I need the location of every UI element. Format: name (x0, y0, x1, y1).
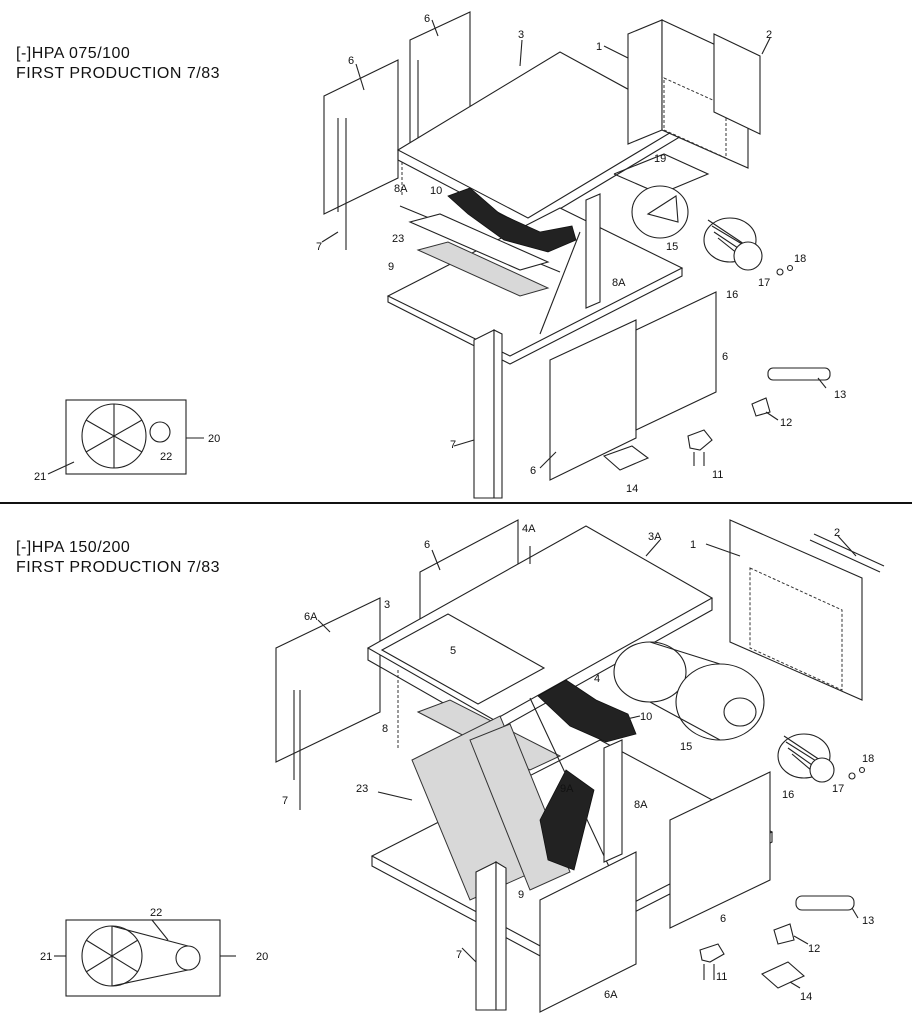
top-exploded-view (47, 11, 831, 499)
bottom-bearing (773, 923, 795, 945)
top-side-panel-left (323, 59, 399, 215)
top-callout-20: 20 (208, 433, 220, 445)
bottom-front-panel (539, 851, 637, 1013)
bottom-callout-17: 17 (832, 783, 844, 795)
top-blower-wheel (703, 217, 763, 271)
top-blower-bracket (613, 153, 710, 195)
bottom-leg-front (475, 861, 497, 1011)
bottom-side-panel-left (275, 597, 381, 763)
top-callout-23: 23 (392, 233, 404, 245)
top-callout-19: 19 (654, 153, 666, 165)
bottom-callout-10: 10 (640, 711, 652, 723)
top-callout-7-left: 7 (316, 241, 322, 253)
bottom-callout-5: 5 (450, 645, 456, 657)
bottom-callout-16: 16 (782, 789, 794, 801)
bottom-callout-6-rear: 6 (424, 539, 430, 551)
bottom-blower-wheel (777, 733, 835, 783)
bottom-callout-14: 14 (800, 991, 812, 1003)
top-callout-21: 21 (34, 471, 46, 483)
top-front-panel (549, 319, 637, 481)
top-callout-17: 17 (758, 277, 770, 289)
bottom-callout-2: 2 (834, 527, 840, 539)
bottom-production-note: FIRST PRODUCTION 7/83 (16, 559, 221, 576)
top-callout-6-front: 6 (722, 351, 728, 363)
top-callout-8a-right: 8A (612, 277, 626, 289)
top-bearing (751, 397, 771, 417)
bottom-callout-22: 22 (150, 907, 162, 919)
bottom-callout-6-side: 6 (720, 913, 726, 925)
top-callout-15: 15 (666, 241, 678, 253)
bottom-callout-1: 1 (690, 539, 696, 551)
top-callout-8a-left: 8A (394, 183, 408, 195)
bottom-filter-clip (760, 961, 806, 989)
bottom-callout-4a: 4A (522, 523, 536, 535)
top-access-panel (713, 33, 761, 135)
bottom-inner-panel (380, 613, 546, 705)
bottom-callout-23: 23 (356, 783, 368, 795)
bottom-callout-6a-left: 6A (304, 611, 318, 623)
bottom-corner-post-8a (603, 739, 623, 863)
bottom-callout-6a-front: 6A (604, 989, 618, 1001)
bottom-side-panel-6 (669, 771, 771, 929)
top-callout-7-leg: 7 (450, 439, 456, 451)
top-evaporator-coil (447, 187, 577, 253)
bottom-callout-12: 12 (808, 943, 820, 955)
bottom-model-title: [-]HPA 150/200 (16, 539, 131, 556)
top-callout-22: 22 (160, 451, 172, 463)
bottom-callout-13: 13 (862, 915, 874, 927)
bottom-callout-20: 20 (256, 951, 268, 963)
bottom-callout-7-left: 7 (282, 795, 288, 807)
bottom-callout-7-leg: 7 (456, 949, 462, 961)
top-blower-shaft (767, 367, 831, 381)
top-callout-6-left: 6 (348, 55, 354, 67)
top-filter-clip (602, 445, 650, 471)
bottom-callout-18: 18 (862, 753, 874, 765)
bottom-exploded-view (54, 519, 885, 1013)
top-leg-front (473, 329, 495, 499)
top-callout-11: 11 (712, 469, 723, 481)
top-callouts: 1 2 3 6 6 6 6 7 7 8A 8A 9 10 11 12 13 14… (34, 13, 846, 495)
top-callout-18: 18 (794, 253, 806, 265)
top-callout-2: 2 (766, 29, 772, 41)
top-corner-post-8a (585, 193, 601, 309)
bottom-blower-shaft (795, 895, 855, 911)
bottom-callout-15: 15 (680, 741, 692, 753)
bottom-callout-21: 21 (40, 951, 52, 963)
top-callout-10: 10 (430, 185, 442, 197)
top-production-note: FIRST PRODUCTION 7/83 (16, 65, 221, 82)
top-blower-housing (631, 185, 689, 239)
bottom-callout-3a: 3A (648, 531, 662, 543)
top-callout-14: 14 (626, 483, 638, 495)
top-rear-frame (627, 19, 663, 145)
top-motor-mount (687, 429, 713, 466)
bottom-callout-9a: 9A (560, 783, 574, 795)
top-callout-6-rear: 6 (424, 13, 430, 25)
bottom-evaporator-coil (537, 679, 637, 743)
top-callout-13: 13 (834, 389, 846, 401)
top-callout-6-lower: 6 (530, 465, 536, 477)
bottom-callout-3: 3 (384, 599, 390, 611)
top-model-title: [-]HPA 075/100 (16, 45, 131, 62)
top-callout-1: 1 (596, 41, 602, 53)
top-callout-9: 9 (388, 261, 394, 273)
bottom-blower-housing (613, 641, 765, 741)
bottom-callout-9: 9 (518, 889, 524, 901)
bottom-callouts: 1 2 3 3A 4 4A 5 6 6 6A 6A 7 7 8 8A 9 9A … (40, 523, 874, 1003)
bottom-callout-4: 4 (594, 673, 600, 685)
bottom-rear-frame (729, 519, 863, 701)
bottom-callout-8a: 8A (634, 799, 648, 811)
bottom-callout-8: 8 (382, 723, 388, 735)
top-filter-rack (408, 213, 550, 271)
top-callout-3: 3 (518, 29, 524, 41)
top-callout-12: 12 (780, 417, 792, 429)
bottom-motor-mount (699, 943, 725, 980)
bottom-callout-11: 11 (716, 971, 727, 983)
top-callout-16: 16 (726, 289, 738, 301)
